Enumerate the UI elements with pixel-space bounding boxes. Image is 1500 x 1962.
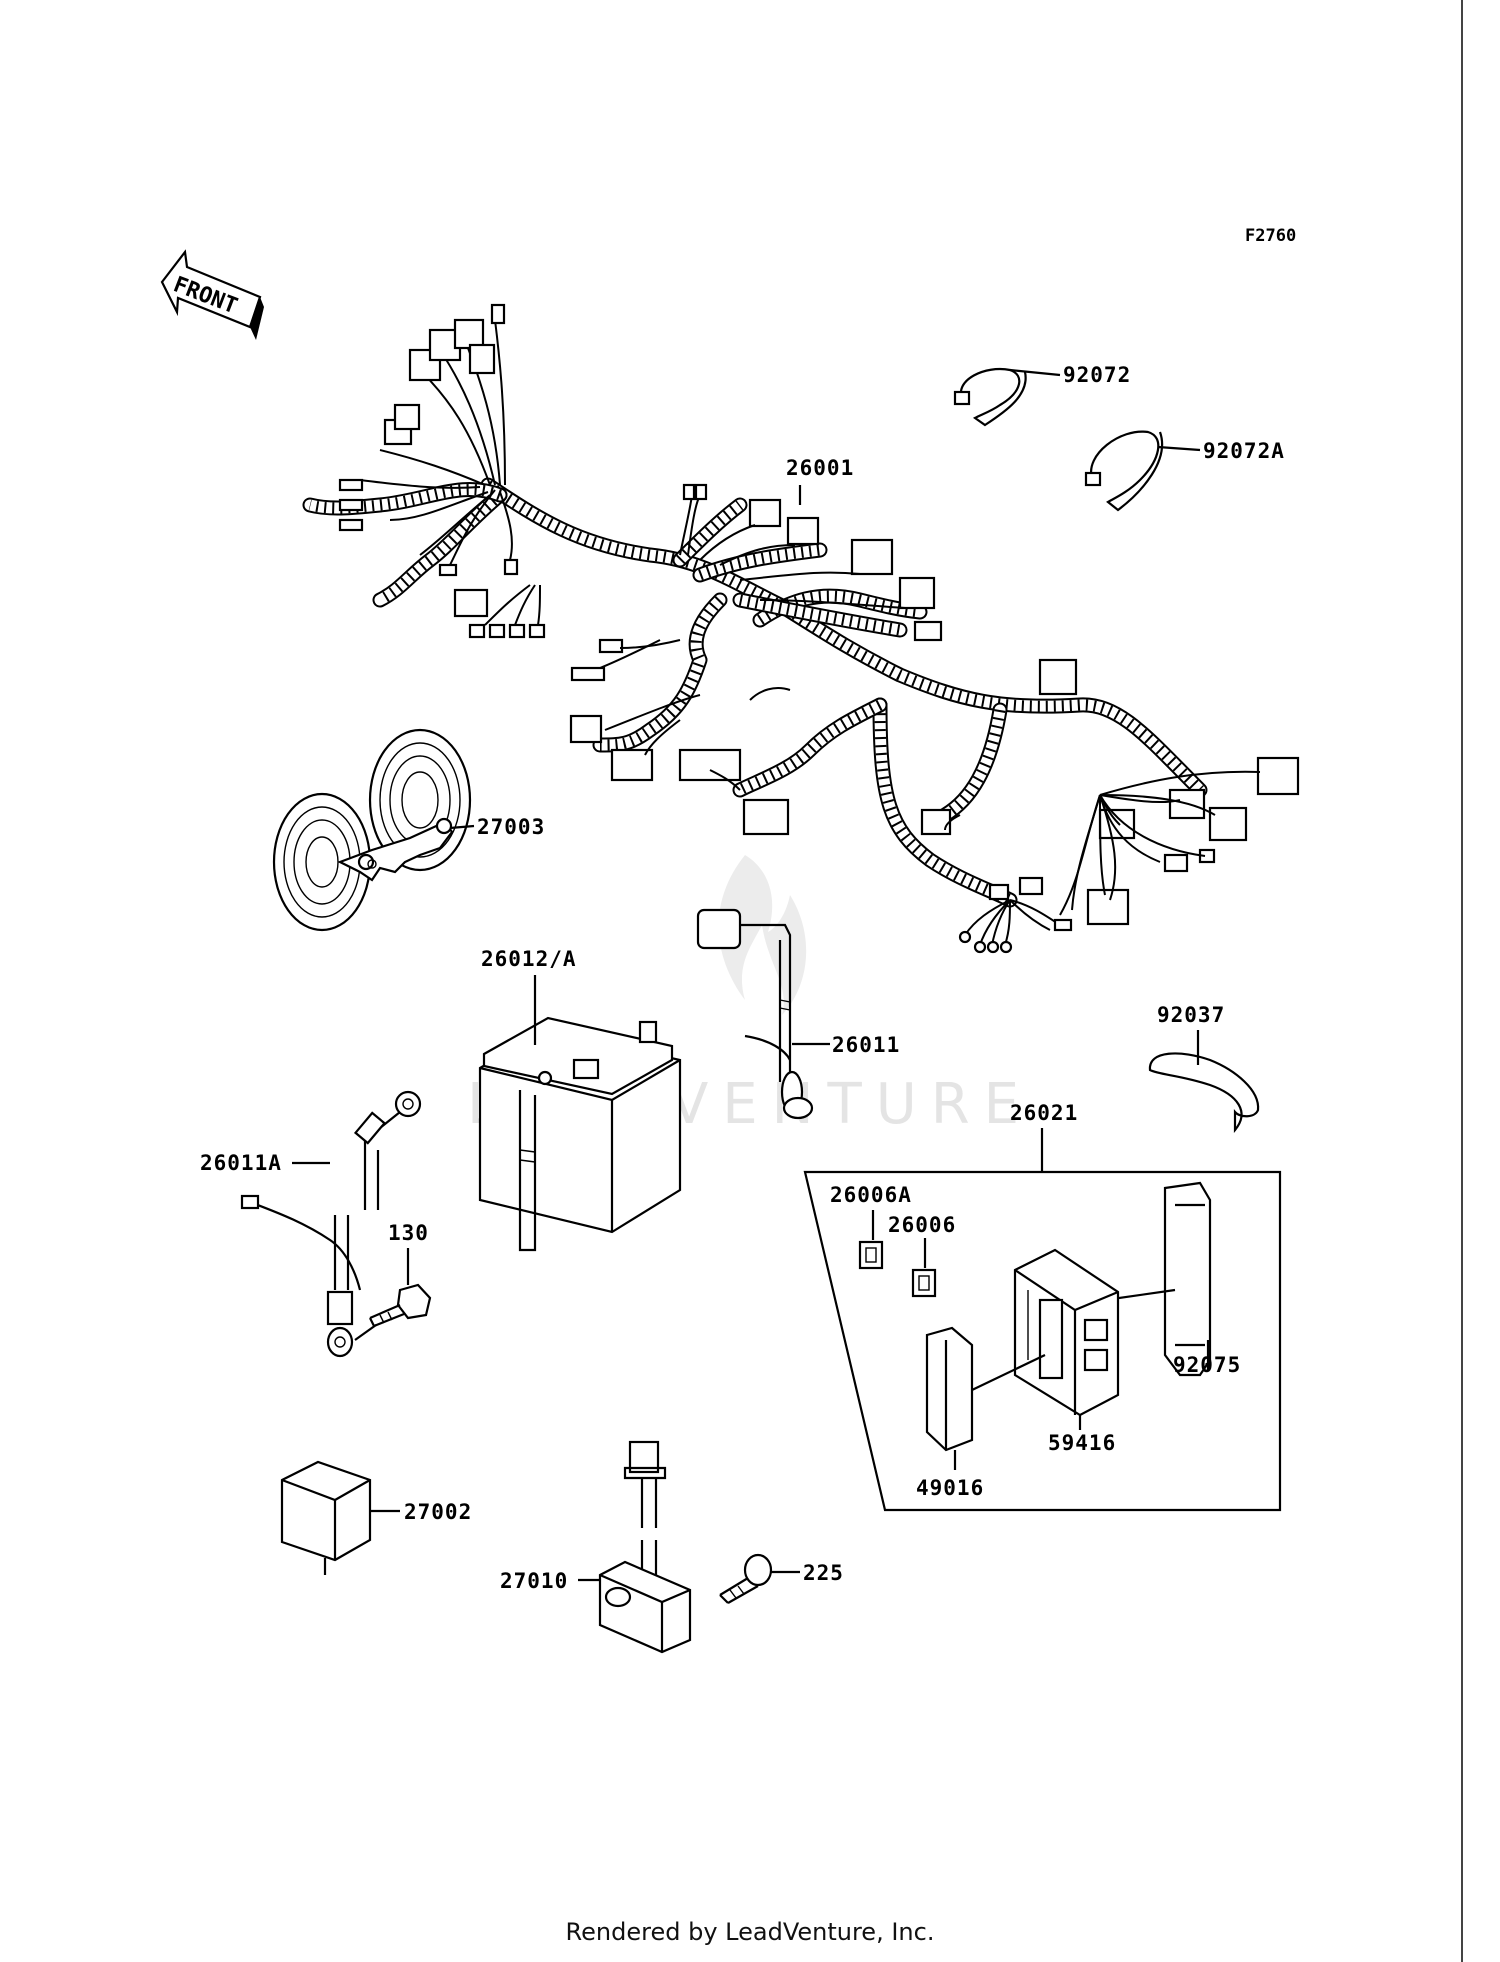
switch-27010 [598, 1440, 692, 1654]
cap-49016 [925, 1326, 974, 1452]
junction-box-frame [803, 1170, 1282, 1512]
clamp [1148, 1052, 1260, 1134]
callout-bolt-130: 130 [388, 1221, 429, 1245]
fuse-26006 [911, 1268, 937, 1298]
wiring-harness [302, 303, 1300, 954]
band-92072 [953, 367, 1027, 427]
leader-horn [449, 824, 475, 830]
front-arrow-icon: FRONT [160, 249, 264, 340]
callout-lead: 26011 [832, 1033, 900, 1057]
bolt-130 [369, 1283, 432, 1328]
callout-junction-box: 26021 [1010, 1101, 1078, 1125]
callout-relay: 27002 [404, 1500, 472, 1524]
fuse-26006a [858, 1240, 884, 1270]
callout-fuse-a: 26006A [830, 1183, 912, 1207]
callout-fuse: 26006 [888, 1213, 956, 1237]
bolt-225 [719, 1553, 773, 1604]
callout-switch: 27010 [500, 1569, 568, 1593]
band-92072a [1084, 430, 1164, 512]
leader-band [1009, 368, 1061, 377]
callout-cover: 92075 [1173, 1353, 1241, 1377]
leader-cap-2 [971, 1354, 1046, 1391]
footer-credit: Rendered by LeadVenture, Inc. [565, 1918, 935, 1946]
battery-lead [696, 908, 814, 1120]
ground-lead [240, 1090, 422, 1358]
callout-band-a: 92072A [1203, 439, 1285, 463]
battery [478, 1016, 682, 1252]
callout-relay-box: 59416 [1048, 1431, 1116, 1455]
callout-battery: 26012/A [481, 947, 577, 971]
relay-box-59416 [1013, 1248, 1120, 1417]
leader-bolt-130-2 [354, 1324, 377, 1341]
callout-ground-lead: 26011A [200, 1151, 282, 1175]
relay-27002 [280, 1460, 372, 1575]
horn-assembly [272, 728, 472, 932]
callout-horn: 27003 [477, 815, 545, 839]
leader-band-a [1157, 445, 1201, 452]
cover-92075 [1163, 1181, 1212, 1377]
callout-bolt-225: 225 [803, 1561, 844, 1585]
callout-band: 92072 [1063, 363, 1131, 387]
callout-clamp: 92037 [1157, 1003, 1225, 1027]
callout-cap: 49016 [916, 1476, 984, 1500]
figure-code: F2760 [1245, 226, 1296, 246]
callout-harness: 26001 [786, 456, 854, 480]
